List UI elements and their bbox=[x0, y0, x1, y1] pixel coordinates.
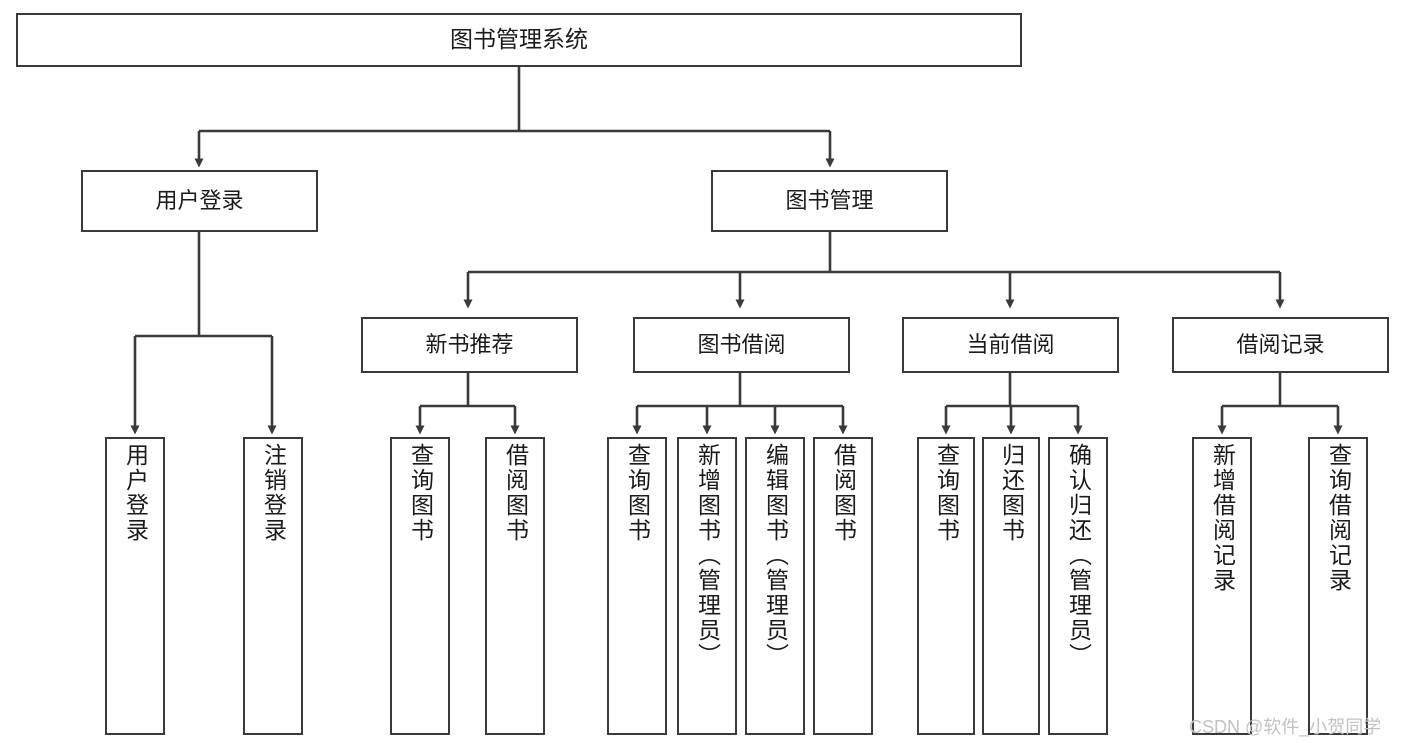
node-user-login[interactable]: 用户登录 bbox=[81, 170, 318, 232]
node-label: 查询图书 bbox=[624, 443, 651, 543]
node-label: 新增借阅记录 bbox=[1209, 443, 1236, 593]
node-book-borrowing[interactable]: 图书借阅 bbox=[633, 317, 850, 373]
node-label: 借阅记录 bbox=[1236, 331, 1325, 357]
leaf-add-borrowing-record[interactable]: 新增借阅记录 bbox=[1192, 437, 1252, 735]
leaf-edit-book-admin[interactable]: 编辑图书（管理员） bbox=[745, 437, 805, 735]
node-label: 当前借阅 bbox=[966, 331, 1055, 357]
leaf-return-books[interactable]: 归还图书 bbox=[982, 437, 1040, 735]
node-label: 注销登录 bbox=[260, 443, 287, 543]
node-label: 编辑图书（管理员） bbox=[762, 443, 789, 668]
node-borrowing-record[interactable]: 借阅记录 bbox=[1172, 317, 1389, 373]
node-label: 新增图书（管理员） bbox=[694, 443, 721, 668]
node-label: 确认归还（管理员） bbox=[1065, 443, 1092, 668]
node-label: 查询图书 bbox=[407, 443, 434, 543]
node-label: 归还图书 bbox=[998, 443, 1025, 543]
leaf-logout[interactable]: 注销登录 bbox=[243, 437, 303, 735]
leaf-borrow-books-newbook[interactable]: 借阅图书 bbox=[485, 437, 545, 735]
node-label: 查询借阅记录 bbox=[1325, 443, 1352, 593]
leaf-query-books-current[interactable]: 查询图书 bbox=[917, 437, 975, 735]
node-label: 图书借阅 bbox=[697, 331, 786, 357]
csdn-watermark: CSDN @软件_小贺同学 bbox=[1189, 717, 1382, 737]
leaf-query-books-newbook[interactable]: 查询图书 bbox=[390, 437, 450, 735]
node-label: 借阅图书 bbox=[502, 443, 529, 543]
node-label: 新书推荐 bbox=[425, 331, 514, 357]
leaf-confirm-return-admin[interactable]: 确认归还（管理员） bbox=[1048, 437, 1108, 735]
node-label: 图书管理系统 bbox=[450, 26, 588, 53]
leaf-add-book-admin[interactable]: 新增图书（管理员） bbox=[677, 437, 737, 735]
node-current-borrowing[interactable]: 当前借阅 bbox=[902, 317, 1119, 373]
leaf-query-books-borrow[interactable]: 查询图书 bbox=[607, 437, 667, 735]
node-book-management[interactable]: 图书管理 bbox=[711, 170, 948, 232]
node-label: 用户登录 bbox=[122, 443, 149, 543]
node-label: 图书管理 bbox=[785, 187, 874, 213]
node-label: 借阅图书 bbox=[830, 443, 857, 543]
leaf-borrow-books-borrow[interactable]: 借阅图书 bbox=[813, 437, 873, 735]
leaf-user-login[interactable]: 用户登录 bbox=[105, 437, 165, 735]
node-root-book-management-system[interactable]: 图书管理系统 bbox=[16, 13, 1022, 67]
node-label: 查询图书 bbox=[933, 443, 960, 543]
node-label: 用户登录 bbox=[155, 187, 244, 213]
node-new-book-recommendation[interactable]: 新书推荐 bbox=[361, 317, 578, 373]
leaf-query-borrowing-record[interactable]: 查询借阅记录 bbox=[1308, 437, 1368, 735]
